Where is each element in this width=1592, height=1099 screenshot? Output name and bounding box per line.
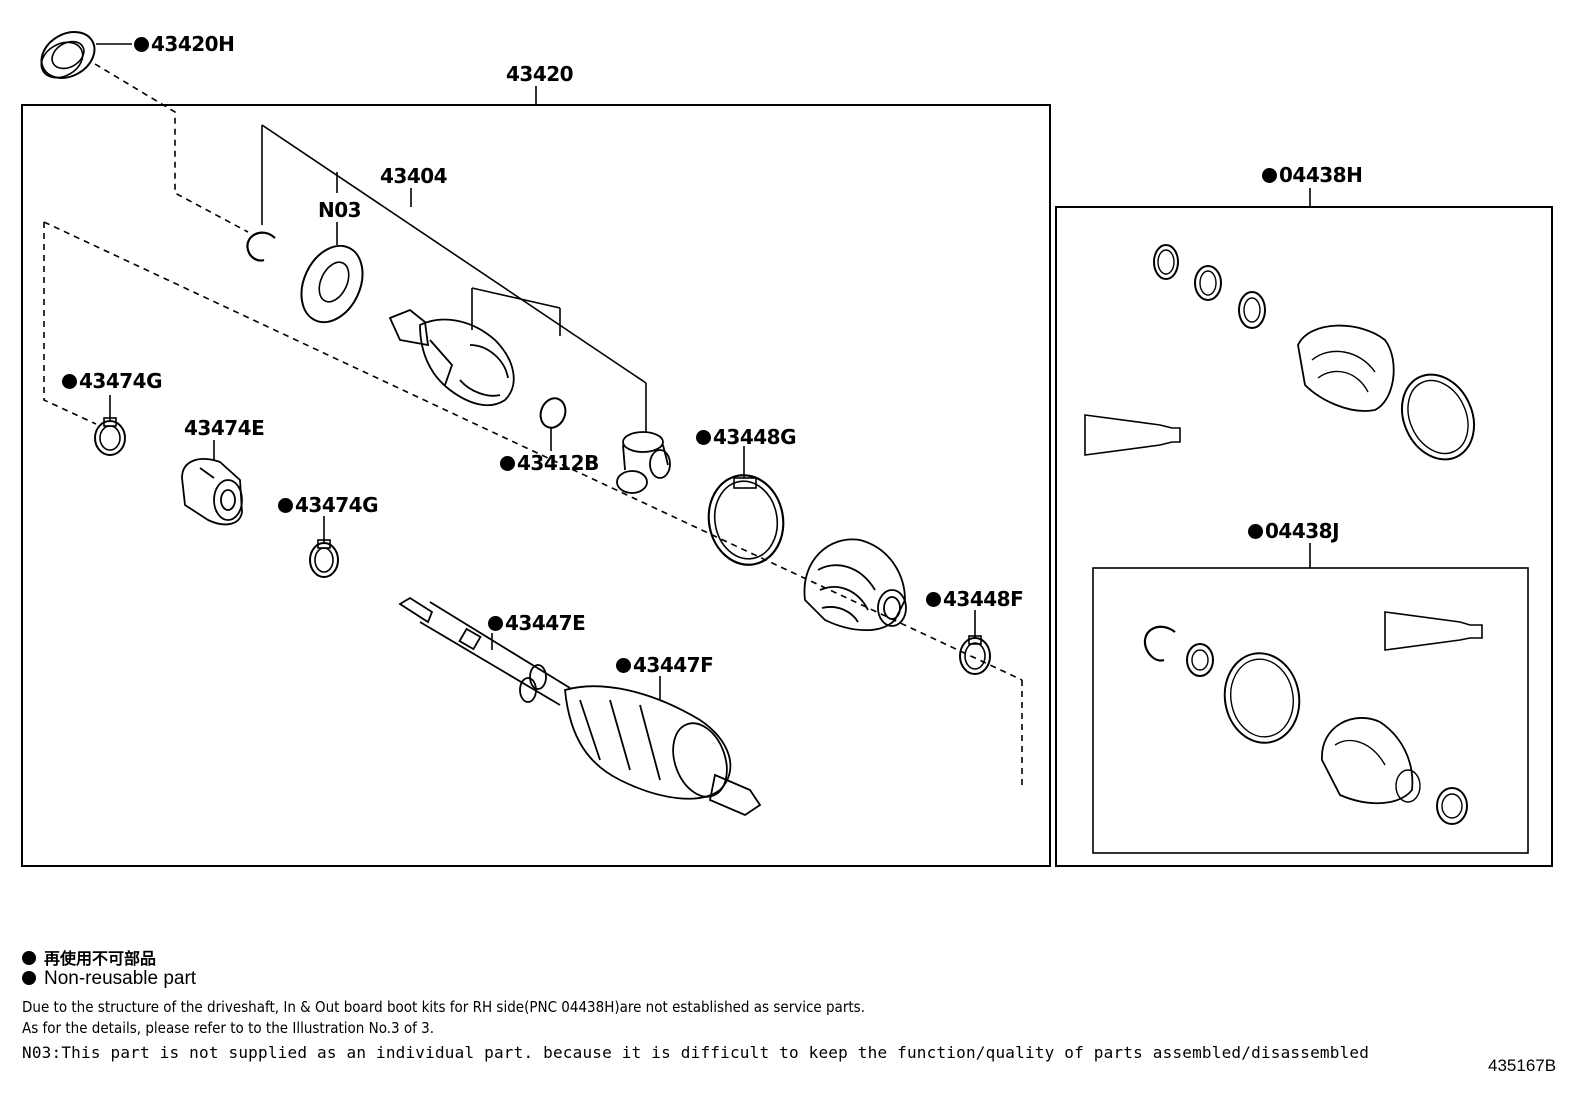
label-43448F[interactable]: 43448F (926, 587, 1024, 611)
oil-seal-43420H (40, 31, 96, 79)
clamp-43474G-left (94, 417, 126, 456)
non-reusable-dot-icon (134, 37, 149, 52)
non-reusable-dot-icon (1248, 524, 1263, 539)
legend-english: Non-reusable part (22, 968, 196, 990)
label-43447E[interactable]: 43447E (488, 611, 586, 635)
non-reusable-dot-icon (22, 951, 36, 965)
label-43474G-center[interactable]: 43474G (278, 493, 379, 517)
kit-04438J-parts (1143, 611, 1483, 825)
legend-japanese: 再使用不可部品 (22, 945, 156, 969)
snap-ring (246, 231, 276, 262)
clamp-43448F (959, 635, 991, 675)
leader-43420H (94, 63, 249, 233)
non-reusable-dot-icon (926, 592, 941, 607)
label-04438J[interactable]: 04438J (1248, 519, 1340, 543)
label-N03[interactable]: N03 (318, 198, 362, 222)
non-reusable-dot-icon (616, 658, 631, 673)
illustration-id: 435167B (1488, 1056, 1557, 1075)
label-43448G[interactable]: 43448G (696, 425, 797, 449)
clamp-43448G (707, 474, 785, 566)
kit-04438H-parts (1084, 244, 1475, 461)
label-43420[interactable]: 43420 (506, 62, 574, 86)
drive-shaft (398, 596, 762, 817)
non-reusable-dot-icon (500, 456, 515, 471)
non-reusable-dot-icon (488, 616, 503, 631)
washer-N03 (300, 244, 364, 324)
boot-center (803, 538, 907, 632)
clamp-43474G-center (309, 539, 339, 578)
frame-04438H (1055, 206, 1553, 867)
label-43412B[interactable]: 43412B (500, 451, 599, 475)
non-reusable-dot-icon (278, 498, 293, 513)
label-04438H[interactable]: 04438H (1262, 163, 1363, 187)
label-43474G-left[interactable]: 43474G (62, 369, 163, 393)
label-43420H[interactable]: 43420H (134, 32, 235, 56)
inboard-joint-housing (388, 308, 515, 407)
label-43447F[interactable]: 43447F (616, 653, 714, 677)
non-reusable-dot-icon (62, 374, 77, 389)
dashed-enclosure (43, 222, 97, 425)
damper-43474E (181, 458, 243, 526)
note-line-2: As for the details, please refer to to t… (22, 1019, 435, 1037)
frame-04438J (1092, 567, 1529, 854)
non-reusable-dot-icon (696, 430, 711, 445)
tripod-joint (616, 431, 671, 494)
note-line-1: Due to the structure of the driveshaft, … (22, 998, 865, 1016)
label-43474E[interactable]: 43474E (184, 416, 265, 440)
note-line-3: N03:This part is not supplied as an indi… (22, 1043, 1370, 1062)
non-reusable-dot-icon (22, 971, 36, 985)
snap-ring-43412B (539, 397, 567, 429)
frame-43420 (21, 104, 1051, 867)
label-43404[interactable]: 43404 (380, 164, 448, 188)
non-reusable-dot-icon (1262, 168, 1277, 183)
